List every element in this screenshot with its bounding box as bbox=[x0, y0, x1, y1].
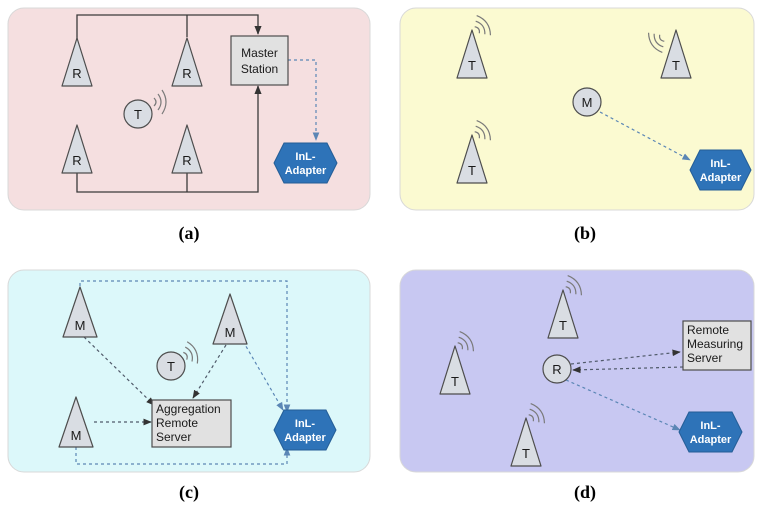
server-label-line1: Remote bbox=[687, 323, 729, 337]
server-label-line2: Measuring bbox=[687, 337, 743, 351]
tower-label: T bbox=[468, 163, 476, 178]
link-m1-adapter-top bbox=[79, 280, 291, 413]
receiver-tower: R bbox=[61, 37, 93, 87]
caption-c: (c) bbox=[179, 482, 199, 503]
receiver-tower: R bbox=[171, 124, 203, 174]
tag-tower: T bbox=[547, 272, 586, 339]
link-m1-server bbox=[83, 336, 155, 406]
adapter-label-line1: InL- bbox=[295, 418, 315, 430]
link-measuring-server-node bbox=[572, 366, 684, 374]
panel-a: R R R R T Master Station InL- bbox=[7, 7, 371, 211]
tower-label: T bbox=[522, 446, 530, 461]
inl-adapter-hexagon: InL- Adapter bbox=[678, 411, 743, 453]
adapter-label-line1: InL- bbox=[295, 151, 315, 163]
aggregation-server-box: Aggregation Remote Server bbox=[151, 399, 232, 448]
master-node: M bbox=[572, 87, 602, 117]
bus-wire-bottom bbox=[76, 85, 262, 193]
server-label-line3: Server bbox=[156, 430, 191, 444]
adapter-label-line2: Adapter bbox=[690, 434, 732, 446]
tag-tower: T bbox=[456, 117, 495, 184]
link-node-adapter bbox=[599, 111, 691, 161]
tower-label: R bbox=[72, 66, 81, 81]
inl-adapter-hexagon: InL- Adapter bbox=[273, 409, 337, 451]
reference-node-label: R bbox=[552, 362, 561, 377]
monitor-tower: M bbox=[62, 286, 98, 338]
link-node-adapter bbox=[565, 379, 681, 431]
server-label-line3: Server bbox=[687, 351, 722, 365]
master-station-label-line1: Master bbox=[241, 46, 278, 60]
tower-label: R bbox=[72, 153, 81, 168]
adapter-label-line2: Adapter bbox=[284, 432, 326, 444]
tower-label: T bbox=[672, 58, 680, 73]
monitor-tower: M bbox=[212, 293, 248, 345]
link-m2-adapter bbox=[239, 335, 284, 411]
tag-label: T bbox=[134, 107, 142, 122]
inl-adapter-hexagon: InL- Adapter bbox=[273, 142, 338, 184]
tower-label: T bbox=[559, 318, 567, 333]
tag-tower: T bbox=[456, 12, 495, 79]
inl-adapter-hexagon: InL- Adapter bbox=[689, 149, 752, 191]
tower-label: M bbox=[75, 318, 86, 333]
receiver-tower: R bbox=[171, 37, 203, 87]
tag-label: T bbox=[167, 359, 175, 374]
adapter-label-line1: InL- bbox=[710, 158, 730, 170]
tag-node: T bbox=[156, 339, 202, 381]
adapter-label-line2: Adapter bbox=[700, 172, 742, 184]
tag-tower: T bbox=[644, 27, 692, 79]
link-m3-adapter-bottom bbox=[75, 447, 291, 465]
adapter-label-line1: InL- bbox=[700, 420, 720, 432]
link-m2-server bbox=[192, 344, 227, 399]
caption-d: (d) bbox=[574, 482, 596, 503]
panel-c: M M M T Aggregation Remote Server InL- A… bbox=[7, 269, 371, 473]
monitor-tower: M bbox=[58, 396, 94, 448]
tower-label: M bbox=[71, 428, 82, 443]
caption-b: (b) bbox=[574, 223, 596, 244]
measuring-server-box: Remote Measuring Server bbox=[682, 320, 752, 371]
tower-label: T bbox=[451, 374, 459, 389]
tag-tower: T bbox=[510, 400, 549, 467]
bus-wire-top bbox=[76, 14, 262, 58]
receiver-tower: R bbox=[61, 124, 93, 174]
panel-d: T T T R Remote Measuring Server InL- Ada… bbox=[399, 269, 755, 473]
adapter-label-line2: Adapter bbox=[285, 165, 327, 177]
master-station-box: Master Station bbox=[230, 35, 289, 86]
master-node-label: M bbox=[582, 95, 593, 110]
reference-node: R bbox=[542, 354, 572, 384]
tower-label: R bbox=[182, 66, 191, 81]
tower-label: M bbox=[225, 325, 236, 340]
tower-label: R bbox=[182, 153, 191, 168]
server-label-line2: Remote bbox=[156, 416, 198, 430]
link-node-measuring-server bbox=[570, 349, 681, 365]
tag-tower: T bbox=[439, 328, 478, 395]
caption-a: (a) bbox=[179, 223, 200, 244]
tag-node: T bbox=[123, 89, 167, 129]
master-station-label-line2: Station bbox=[241, 62, 278, 76]
tower-label: T bbox=[468, 58, 476, 73]
server-label-line1: Aggregation bbox=[156, 402, 221, 416]
panel-b: T T T M InL- Adapter bbox=[399, 7, 755, 211]
